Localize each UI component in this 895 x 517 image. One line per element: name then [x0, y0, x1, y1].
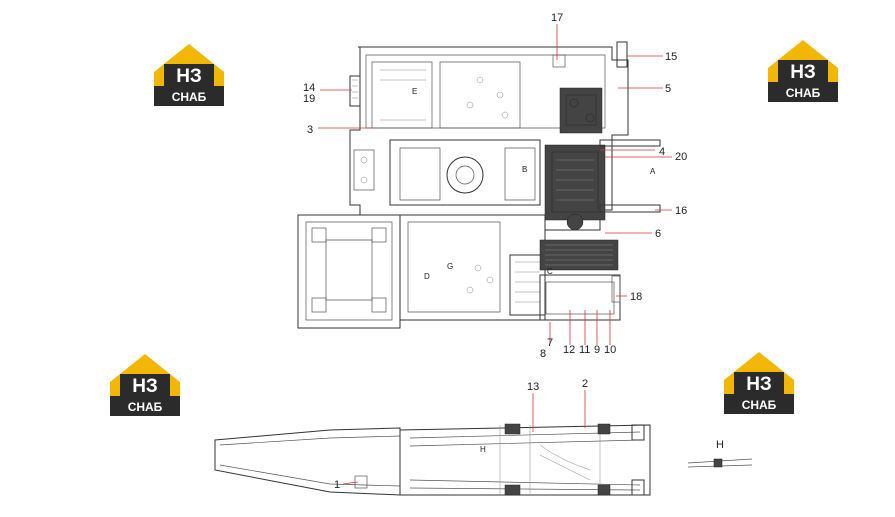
svg-text:НЗ: НЗ — [746, 374, 772, 395]
callout-17: 17 — [551, 12, 563, 24]
zone-e: E — [412, 87, 417, 96]
callout-10: 10 — [604, 344, 616, 356]
zone-g: G — [447, 262, 453, 271]
zone-d: D — [424, 272, 430, 281]
callout-20: 20 — [675, 151, 687, 163]
callout-16: 16 — [675, 205, 687, 217]
svg-text:СНАБ: СНАБ — [786, 86, 821, 100]
callout-7: 7 — [547, 337, 553, 349]
lower-structure-drawing — [297, 214, 621, 329]
zone-h-arm: H — [480, 445, 486, 454]
svg-text:СНАБ: СНАБ — [128, 400, 163, 414]
callout-8: 8 — [540, 348, 546, 360]
callout-19: 19 — [303, 93, 315, 105]
zone-b: B — [522, 165, 527, 174]
boom-arm-drawing — [214, 423, 753, 496]
brand-logo: НЗ СНАБ — [152, 42, 226, 108]
zone-labels: E B A D G C H H — [412, 87, 724, 454]
leader-lines — [318, 24, 672, 485]
brand-logo: НЗ СНАБ — [722, 350, 796, 416]
svg-text:НЗ: НЗ — [176, 66, 202, 87]
upper-structure-drawing — [349, 41, 661, 231]
callout-6: 6 — [655, 228, 661, 240]
svg-text:СНАБ: СНАБ — [172, 90, 207, 104]
svg-text:НЗ: НЗ — [132, 376, 158, 397]
callout-labels: 17 15 5 14 19 3 4 20 16 6 18 7 8 12 11 9… — [303, 12, 687, 491]
callout-2: 2 — [582, 378, 588, 390]
callout-13: 13 — [527, 381, 539, 393]
svg-text:СНАБ: СНАБ — [742, 398, 777, 412]
callout-5: 5 — [665, 83, 671, 95]
zone-c: C — [547, 267, 553, 276]
brand-logo: НЗ СНАБ — [766, 38, 840, 104]
callout-4: 4 — [659, 146, 665, 158]
callout-12: 12 — [563, 344, 575, 356]
zone-a: A — [650, 167, 656, 176]
callout-9: 9 — [594, 344, 600, 356]
callout-15: 15 — [665, 51, 677, 63]
callout-14: 14 — [303, 82, 315, 94]
svg-text:НЗ: НЗ — [790, 62, 816, 83]
callout-3: 3 — [307, 124, 313, 136]
view-label-h: H — [716, 439, 724, 451]
callout-1: 1 — [334, 479, 340, 491]
callout-18: 18 — [630, 291, 642, 303]
brand-logo: НЗ СНАБ — [108, 352, 182, 418]
callout-11: 11 — [579, 344, 590, 356]
